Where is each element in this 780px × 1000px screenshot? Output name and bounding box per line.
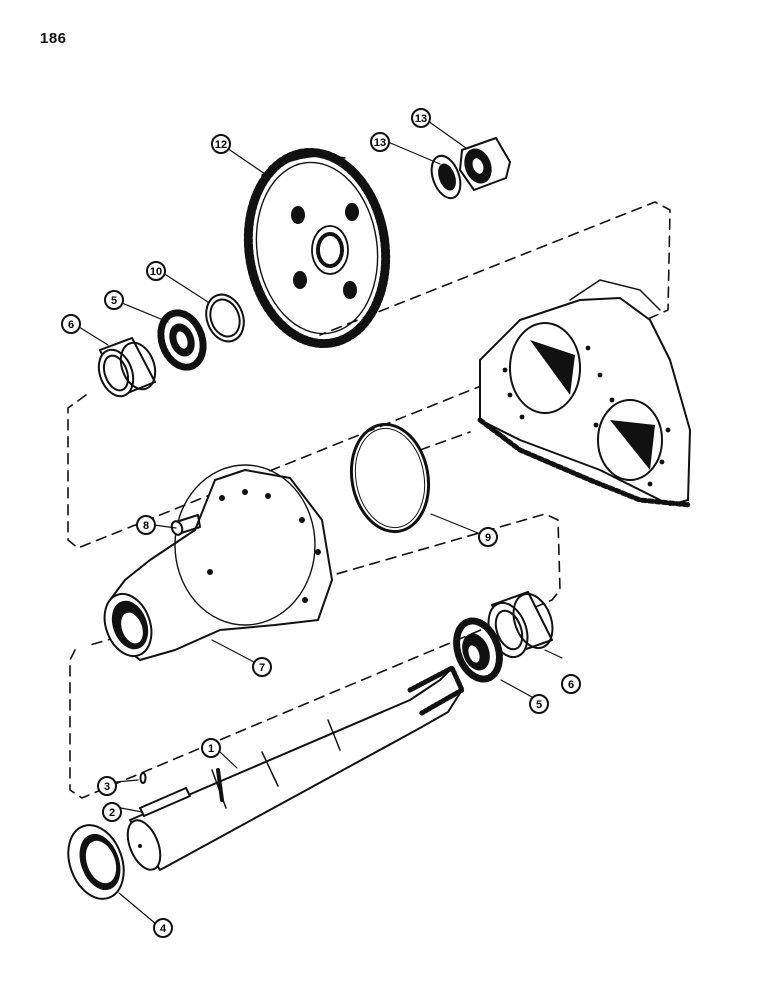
pin [139,772,147,784]
assembly-guide-lines [67,201,671,799]
nut-13 [459,137,511,191]
callout-13: 13 [411,108,431,128]
callout-3: 3 [97,776,117,796]
svg-text:3: 3 [104,781,110,793]
callout-2: 2 [102,802,122,822]
o-ring [349,422,431,534]
svg-text:13: 13 [374,137,386,149]
svg-text:9: 9 [485,532,491,544]
callout-7: 7 [252,657,272,677]
svg-text:13: 13 [415,113,427,125]
bearing-cup-lower [487,591,554,659]
page-number: 186 [40,30,67,47]
callout-6-lower: 6 [561,674,581,694]
leader-lines [78,120,563,925]
svg-text:7: 7 [259,662,265,674]
callout-6-upper: 6 [61,314,81,334]
washer-10 [205,293,245,343]
callout-11: 12 [211,134,231,154]
callout-4: 4 [153,918,173,938]
callout-10: 10 [146,261,166,281]
svg-text:1: 1 [208,743,214,755]
callout-8: 8 [136,515,156,535]
gear [243,147,391,349]
svg-text:12: 12 [215,139,227,151]
svg-text:8: 8 [143,520,149,532]
svg-text:4: 4 [160,923,167,935]
svg-text:6: 6 [568,679,574,691]
svg-text:5: 5 [536,699,542,711]
callouts: 12 13 13 10 5 6 8 9 7 6 5 1 3 2 4 [61,108,581,938]
key [139,787,191,817]
washer-12 [430,154,462,200]
bolt [170,514,201,536]
hub-housing [103,464,333,661]
svg-text:5: 5 [111,295,117,307]
bearing-cup-upper [97,337,157,398]
callout-5-lower: 5 [529,694,549,714]
bearing-lower [453,617,503,683]
svg-text:6: 6 [68,319,74,331]
callout-12: 13 [370,132,390,152]
bearing-upper [157,309,207,371]
case-housing [477,279,693,508]
shaft [126,665,465,871]
callout-1: 1 [201,738,221,758]
svg-text:10: 10 [150,266,162,278]
callout-9: 9 [478,527,498,547]
callout-5-upper: 5 [104,290,124,310]
seal [67,824,125,900]
svg-text:2: 2 [109,807,115,819]
